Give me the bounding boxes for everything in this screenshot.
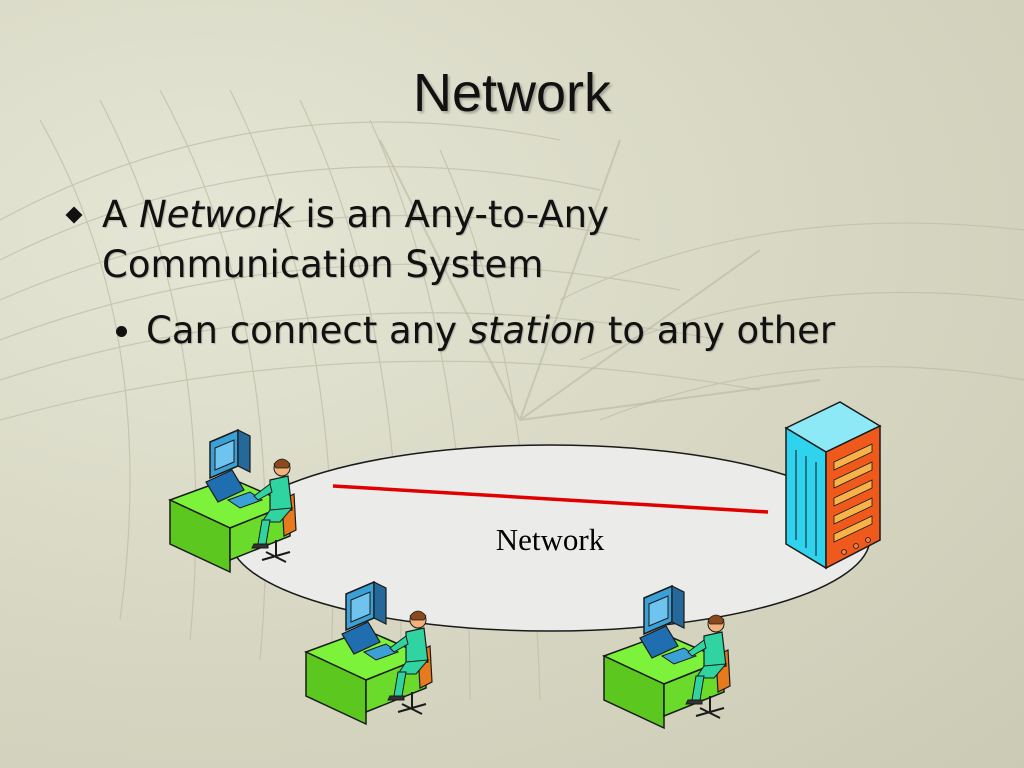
bullet-item-1: A Network is an Any-to-Any Communication… [60,190,880,290]
bullet-2-suffix: to any other [596,309,836,352]
bullet-item-2: Can connect any station to any other [60,306,880,356]
bullet-1-prefix: A [102,193,140,236]
bullet-1-emphasis: Network [139,193,294,236]
bullet-1-suffix: is an Any-to-Any Communication System [102,193,609,286]
server-icon [784,401,882,570]
slide-title: Network [412,63,612,123]
network-label: Network [495,522,605,557]
bullet-list: A Network is an Any-to-Any Communication… [60,190,880,356]
connection-line [332,484,769,514]
bullet-2-emphasis: station [468,309,597,352]
bullet-2-prefix: Can connect any [146,309,469,352]
round-bullet-icon [116,326,127,337]
